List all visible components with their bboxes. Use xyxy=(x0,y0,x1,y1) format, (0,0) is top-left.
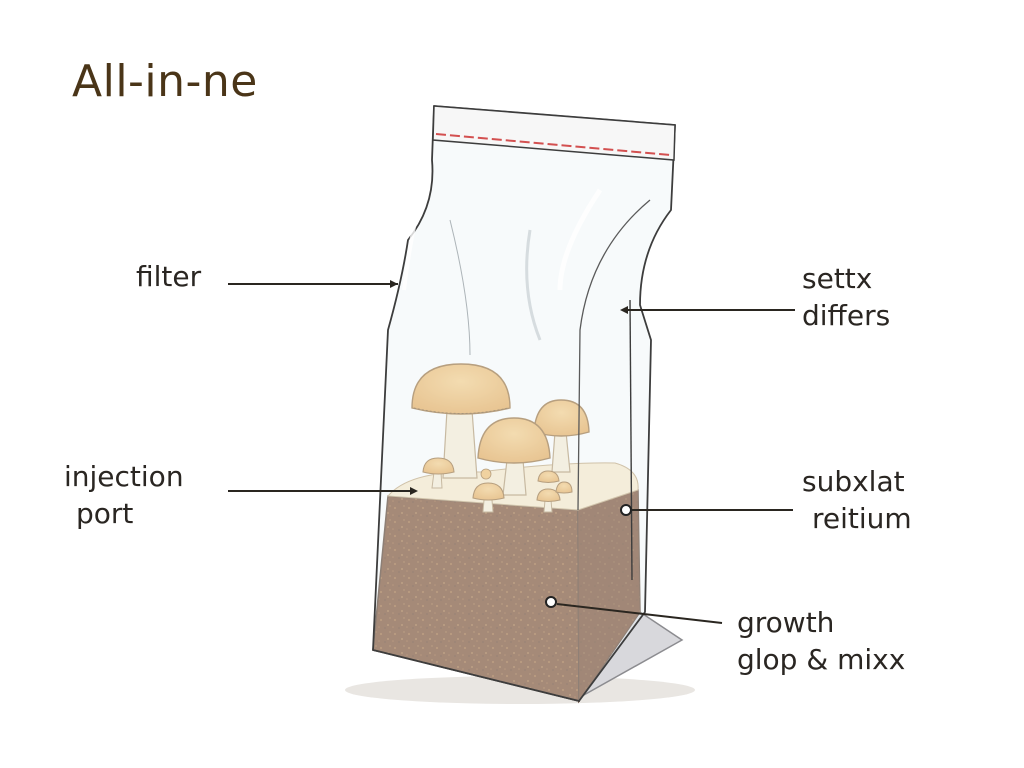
label-growth-line2: glop & mixx xyxy=(737,643,906,676)
label-settx: settx differs xyxy=(802,260,890,334)
label-settx-line1: settx xyxy=(802,262,873,295)
label-subxlat: subxlat reitium xyxy=(802,463,912,537)
label-growth: growth glop & mixx xyxy=(737,604,905,678)
mushroom-cluster xyxy=(411,363,590,513)
label-injection-port: injection port xyxy=(64,458,184,532)
grow-bag xyxy=(372,105,676,702)
seal-stripe xyxy=(435,133,671,156)
label-injection-line2: port xyxy=(76,497,134,530)
bag-shadow xyxy=(345,676,695,704)
leader-growth xyxy=(556,603,723,624)
subxlat-port-icon xyxy=(620,504,632,516)
label-injection-line1: injection xyxy=(64,460,184,493)
growth-port-icon xyxy=(545,596,557,608)
label-growth-line1: growth xyxy=(737,606,835,639)
label-settx-line2: differs xyxy=(802,299,891,332)
bag-fold-line xyxy=(577,199,651,511)
label-subxlat-line2: reitium xyxy=(812,502,912,535)
bag-seal xyxy=(432,105,676,161)
diagram-title: All-in-ne xyxy=(72,56,258,107)
substrate-side-texture xyxy=(578,490,640,701)
label-filter-text: filter xyxy=(136,260,202,293)
label-subxlat-line1: subxlat xyxy=(802,465,905,498)
bag-side-edge xyxy=(629,299,633,581)
leader-lines xyxy=(228,280,795,624)
label-filter: filter xyxy=(136,258,201,295)
